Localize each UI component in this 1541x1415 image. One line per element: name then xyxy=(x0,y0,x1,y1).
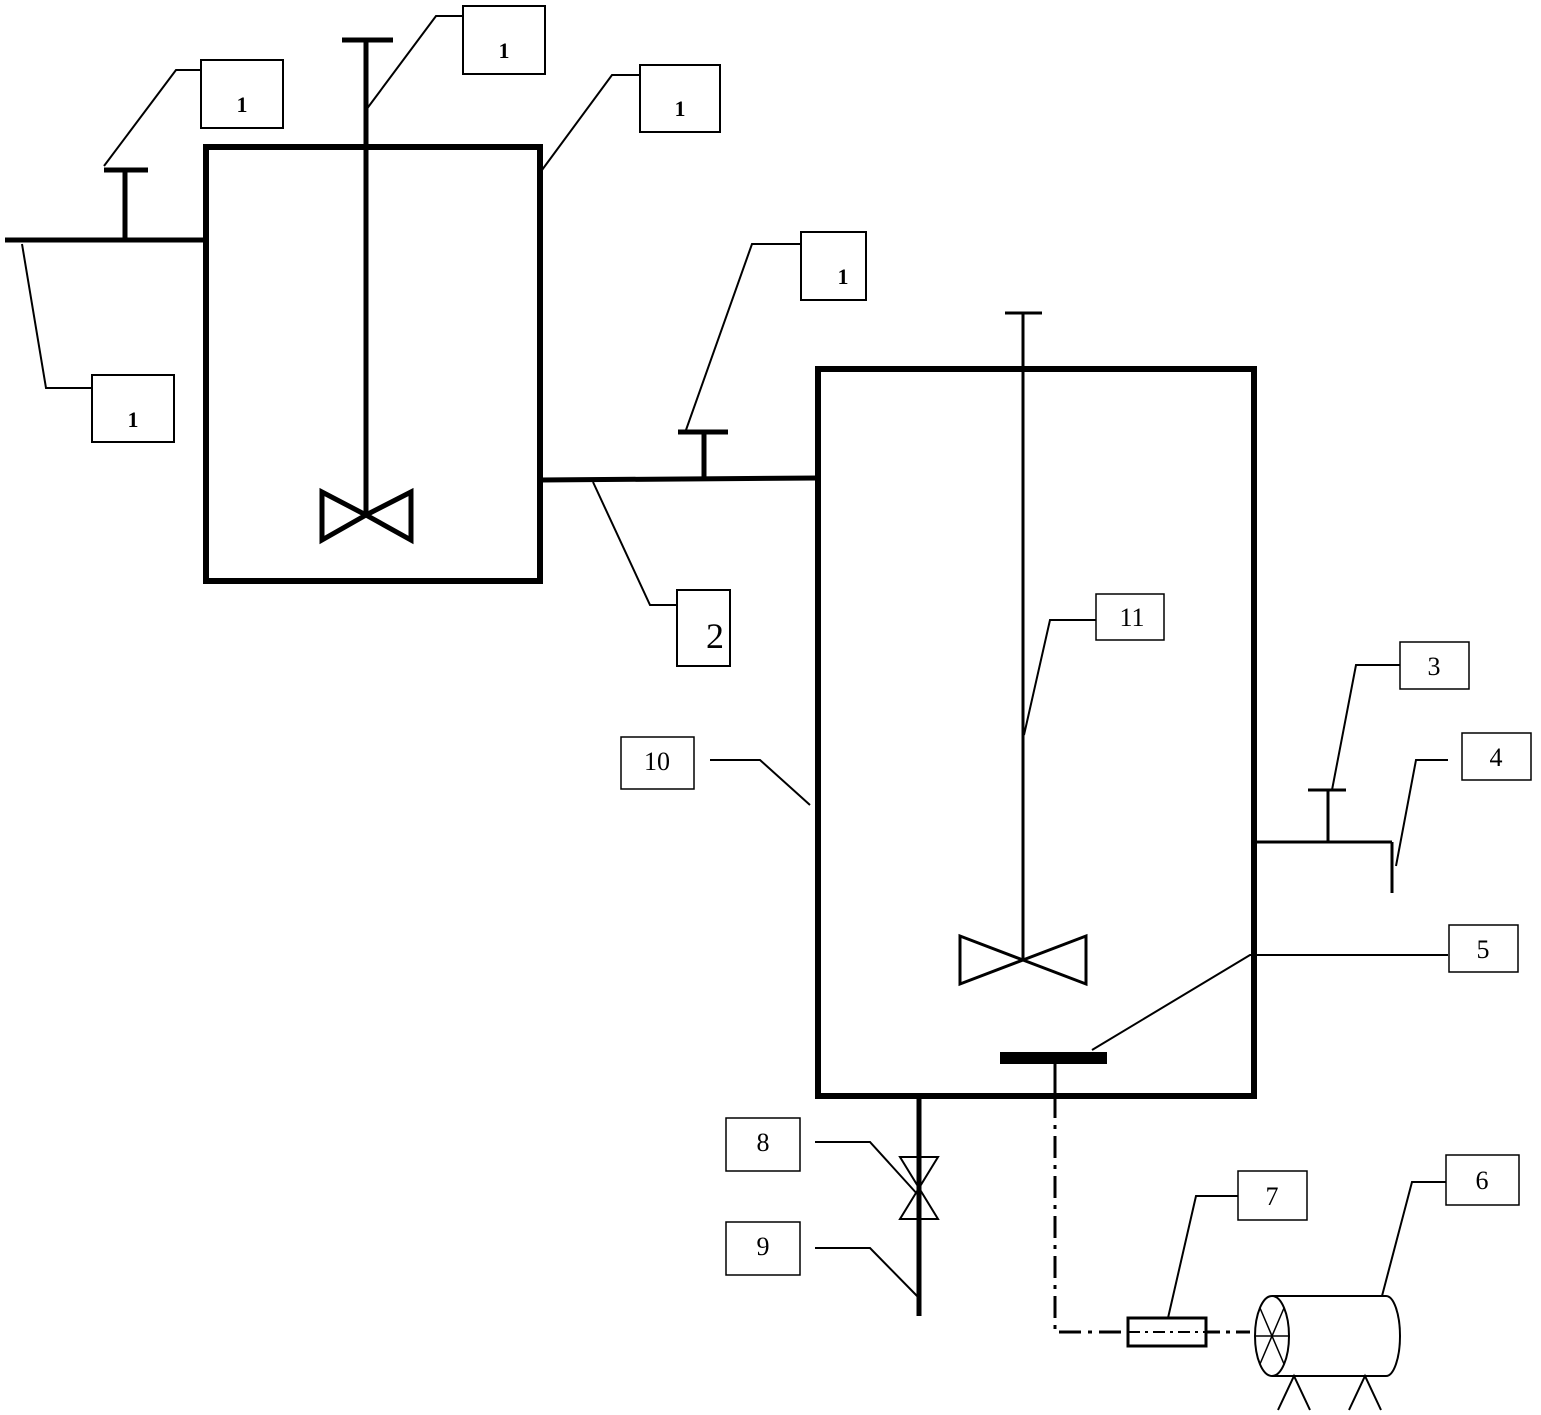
svg-text:1: 1 xyxy=(128,407,139,432)
leader-transfer-pipe xyxy=(592,481,678,606)
svg-text:2: 2 xyxy=(706,616,724,656)
pre-mix-tank-body xyxy=(203,144,543,584)
leader-main-agitator xyxy=(1023,619,1096,736)
leader-transfer-valve xyxy=(685,243,801,431)
pre-mix-impeller-left xyxy=(319,487,372,545)
transfer-pipe xyxy=(539,475,819,483)
svg-text:1: 1 xyxy=(499,38,510,63)
heater-plate xyxy=(1000,1052,1107,1064)
svg-text:7: 7 xyxy=(1266,1182,1279,1211)
transfer-line xyxy=(539,429,819,483)
svg-text:11: 11 xyxy=(1119,603,1144,632)
leader-main-tank xyxy=(710,759,811,806)
callout-coupling: 7 xyxy=(1237,1170,1308,1221)
svg-text:1: 1 xyxy=(237,92,248,117)
leader-pre-tank-inlet-pipe xyxy=(21,243,92,389)
callout-motor: 6 xyxy=(1445,1154,1520,1206)
svg-text:3: 3 xyxy=(1428,652,1441,681)
main-impeller-right xyxy=(1018,933,1088,987)
callout-drain-valve: 8 xyxy=(725,1117,801,1172)
main-tank-body xyxy=(815,366,1257,1099)
svg-text:1: 1 xyxy=(675,96,686,121)
leader-outlet-pipe xyxy=(1395,759,1448,867)
svg-text:6: 6 xyxy=(1476,1166,1489,1195)
callout-outlet-pipe: 4 xyxy=(1461,732,1532,781)
callout-pre-tank-agitator: 1 xyxy=(462,5,546,75)
pre-mix-tank xyxy=(5,37,543,584)
leader-pre-tank-body xyxy=(541,74,640,171)
callout-pre-tank-inlet-pipe: 1 xyxy=(91,374,175,443)
callout-pre-tank-body: 1 xyxy=(639,64,721,133)
svg-text:9: 9 xyxy=(757,1232,770,1261)
svg-text:8: 8 xyxy=(757,1128,770,1157)
callout-pre-tank-inlet-valve: 1 xyxy=(200,59,284,129)
svg-text:5: 5 xyxy=(1477,935,1490,964)
svg-text:4: 4 xyxy=(1490,743,1503,772)
leader-drain-valve xyxy=(815,1141,920,1197)
callout-heater-plate: 5 xyxy=(1448,924,1519,973)
motor-foot-right xyxy=(1348,1373,1382,1411)
motor-body xyxy=(1272,1295,1401,1377)
drive-shaft xyxy=(1053,1096,1128,1334)
leader-coupling xyxy=(1167,1195,1238,1319)
leader-lines xyxy=(21,15,1448,1319)
callout-outlet-valve: 3 xyxy=(1399,641,1470,690)
leader-pre-tank-inlet-valve xyxy=(103,69,200,167)
leader-heater-plate xyxy=(1091,954,1448,1051)
drain-valve xyxy=(898,1156,940,1220)
callout-transfer-pipe: 2 xyxy=(676,589,731,667)
leader-motor xyxy=(1381,1181,1446,1297)
leader-outlet-valve xyxy=(1331,664,1400,791)
callout-main-tank: 10 xyxy=(620,736,695,790)
motor-foot-left xyxy=(1277,1373,1311,1411)
main-impeller-left xyxy=(958,933,1028,987)
svg-text:1: 1 xyxy=(838,264,849,289)
leader-pre-tank-agitator xyxy=(365,15,463,111)
callout-main-agitator: 11 xyxy=(1095,593,1165,641)
svg-text:10: 10 xyxy=(644,747,670,776)
drive-train xyxy=(1053,1096,1401,1411)
callout-transfer-valve: 1 xyxy=(800,231,867,301)
main-tank xyxy=(815,311,1394,1316)
pre-mix-impeller-right xyxy=(360,487,414,545)
callout-drain-pipe: 9 xyxy=(725,1221,801,1276)
leader-drain-pipe xyxy=(815,1247,920,1299)
